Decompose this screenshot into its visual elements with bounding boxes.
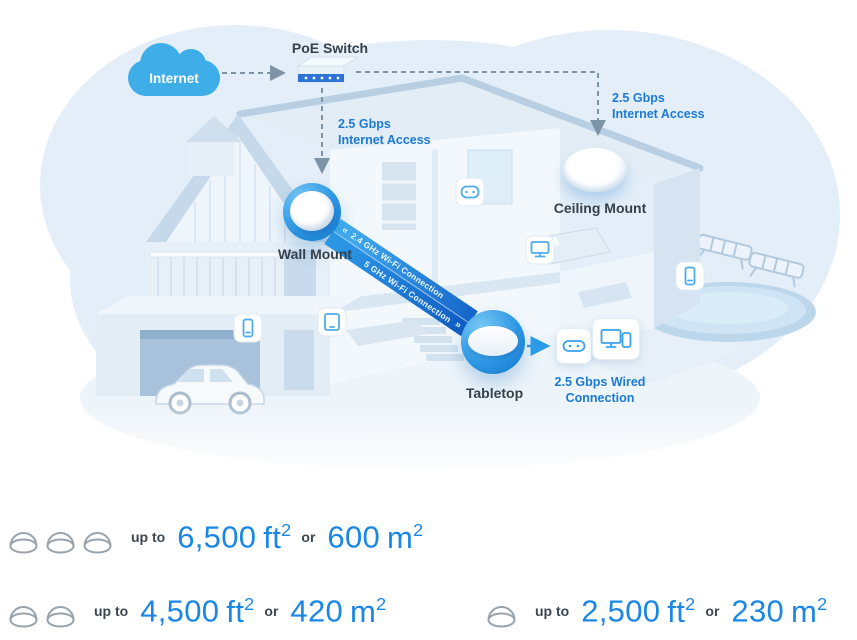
ceiling-mount-device <box>563 148 627 192</box>
smartphone-icon <box>233 313 263 343</box>
tv-icon <box>525 235 555 265</box>
poe-switch-label: PoE Switch <box>291 40 369 56</box>
unit-icons <box>8 594 76 628</box>
wired-screens-card <box>592 318 640 360</box>
or-text: or <box>264 603 279 619</box>
or-text: or <box>705 603 720 619</box>
poolside-phone-icon <box>675 261 705 291</box>
lounge-chairs <box>696 233 805 288</box>
unit-icons <box>486 594 517 628</box>
poe-switch-device <box>296 56 360 83</box>
unit-icons <box>8 520 113 554</box>
game-controller-icon <box>455 177 485 207</box>
wired-link-line1: 2.5 Gbps Wired <box>554 375 646 389</box>
ceiling-feed-line2: Internet Access <box>612 107 705 121</box>
internet-label: Internet <box>149 70 199 86</box>
wall-mount-label: Wall Mount <box>277 246 353 262</box>
tabletop-device <box>461 310 525 374</box>
mesh-unit-icon <box>9 606 38 628</box>
tablet-icon <box>317 307 347 337</box>
tabletop-label: Tabletop <box>465 385 524 401</box>
up-to-text: up to <box>94 603 129 619</box>
tabletop-disc <box>468 326 518 356</box>
chevron-right-icon: » <box>452 318 463 331</box>
game-controller-icon <box>562 340 586 352</box>
bottom-fade <box>0 400 857 500</box>
wall-mount-dome <box>290 191 334 231</box>
ceiling-mount-label: Ceiling Mount <box>553 200 647 216</box>
mesh-unit-icon <box>46 606 75 628</box>
ceiling-feed-label: 2.5 Gbps Internet Access <box>612 90 705 122</box>
wall-mount-device <box>283 183 341 241</box>
mesh-unit-icon <box>83 532 112 554</box>
mesh-unit-icon <box>9 532 38 554</box>
or-text: or <box>301 529 316 545</box>
up-to-text: up to <box>535 603 570 619</box>
wired-controller-card <box>556 328 592 364</box>
internet-cloud: Internet <box>128 43 220 96</box>
house-structure <box>96 74 704 396</box>
mesh-unit-icon <box>487 606 516 628</box>
wall-feed-line2: Internet Access <box>338 133 431 147</box>
wired-link-label: 2.5 Gbps Wired Connection <box>548 374 652 406</box>
ceiling-feed-line1: 2.5 Gbps <box>612 91 665 105</box>
mesh-unit-icon <box>46 532 75 554</box>
up-to-text: up to <box>131 529 166 545</box>
monitor-phone-icon <box>600 329 632 348</box>
connector-lines <box>222 65 606 356</box>
wired-link-line2: Connection <box>565 391 635 405</box>
chevron-left-icon: « <box>339 224 350 236</box>
wall-feed-label: 2.5 Gbps Internet Access <box>338 116 431 148</box>
wall-feed-line1: 2.5 Gbps <box>338 117 391 131</box>
